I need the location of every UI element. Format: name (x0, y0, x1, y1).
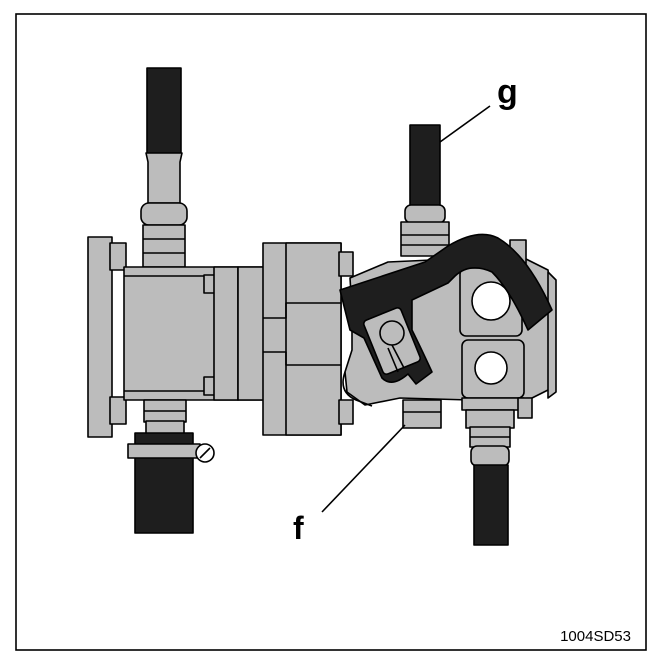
bracket-bolt (379, 320, 405, 346)
label-g: g (497, 73, 518, 111)
mounting-flange (87, 236, 113, 438)
leader-line-f (321, 424, 406, 513)
figure-code: 1004SD53 (560, 628, 631, 645)
hose-clamp (127, 443, 201, 459)
drain-fitting-f (402, 399, 442, 429)
hose-g (409, 124, 441, 209)
hose-lower-right (473, 464, 509, 546)
hose-upper-left (146, 67, 182, 156)
housing-ring (213, 266, 239, 401)
port-lower (474, 351, 508, 385)
label-f: f (293, 510, 304, 546)
leader-line-g (439, 105, 491, 143)
nut-upper-left (140, 202, 188, 226)
port-upper (471, 281, 511, 321)
hex-upper-left (142, 224, 186, 268)
ferrule-upper-left (145, 152, 183, 204)
